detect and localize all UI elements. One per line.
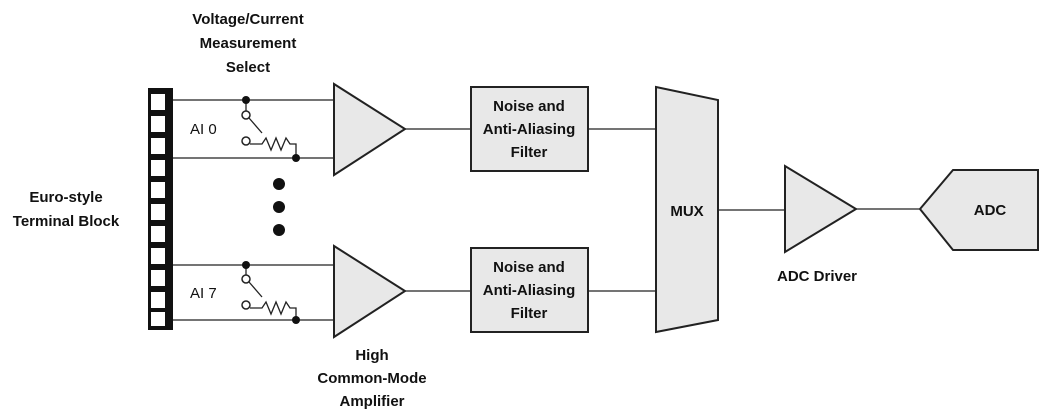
amp-label-line2: Common-Mode	[317, 370, 426, 387]
amplifier-label: High Common-Mode Amplifier	[317, 347, 426, 410]
filter-ai7-line3: Filter	[511, 305, 548, 322]
mux-label: MUX	[670, 203, 703, 220]
amplifier-ai0	[333, 82, 407, 177]
channel-ai7: AI 7 Noise and Anti-Aliasing Filter	[173, 244, 656, 339]
adc: ADC	[918, 169, 1039, 251]
select-label-line2: Measurement	[200, 35, 297, 52]
terminal-label-line1: Euro-style	[29, 189, 102, 206]
adc-driver: ADC Driver	[777, 164, 858, 285]
channel-ai0: AI 0 Noise and Anti-Aliasing Filter	[173, 82, 656, 177]
mux: MUX	[655, 85, 719, 334]
terminal-block	[148, 88, 173, 330]
ai7-label: AI 7	[190, 285, 217, 302]
terminal-block-label: Euro-style Terminal Block	[13, 189, 120, 230]
amplifier-ai7	[333, 244, 407, 339]
filter-ai7-line2: Anti-Aliasing	[483, 282, 576, 299]
terminal-label-line2: Terminal Block	[13, 213, 120, 230]
filter-ai0-line3: Filter	[511, 144, 548, 161]
amp-label-line3: Amplifier	[339, 393, 404, 410]
measurement-select-label: Voltage/Current Measurement Select	[192, 11, 303, 76]
ai0-label: AI 0	[190, 121, 217, 138]
adc-label: ADC	[974, 202, 1007, 219]
filter-ai7	[470, 247, 589, 333]
select-label-line1: Voltage/Current	[192, 11, 303, 28]
filter-ai0-line1: Noise and	[493, 98, 565, 115]
select-label-line3: Select	[226, 59, 270, 76]
adc-driver-label: ADC Driver	[777, 268, 857, 285]
channel-ellipsis	[273, 178, 285, 236]
filter-ai7-line1: Noise and	[493, 259, 565, 276]
filter-ai0-line2: Anti-Aliasing	[483, 121, 576, 138]
amp-label-line1: High	[355, 347, 388, 364]
filter-ai0	[470, 86, 589, 172]
